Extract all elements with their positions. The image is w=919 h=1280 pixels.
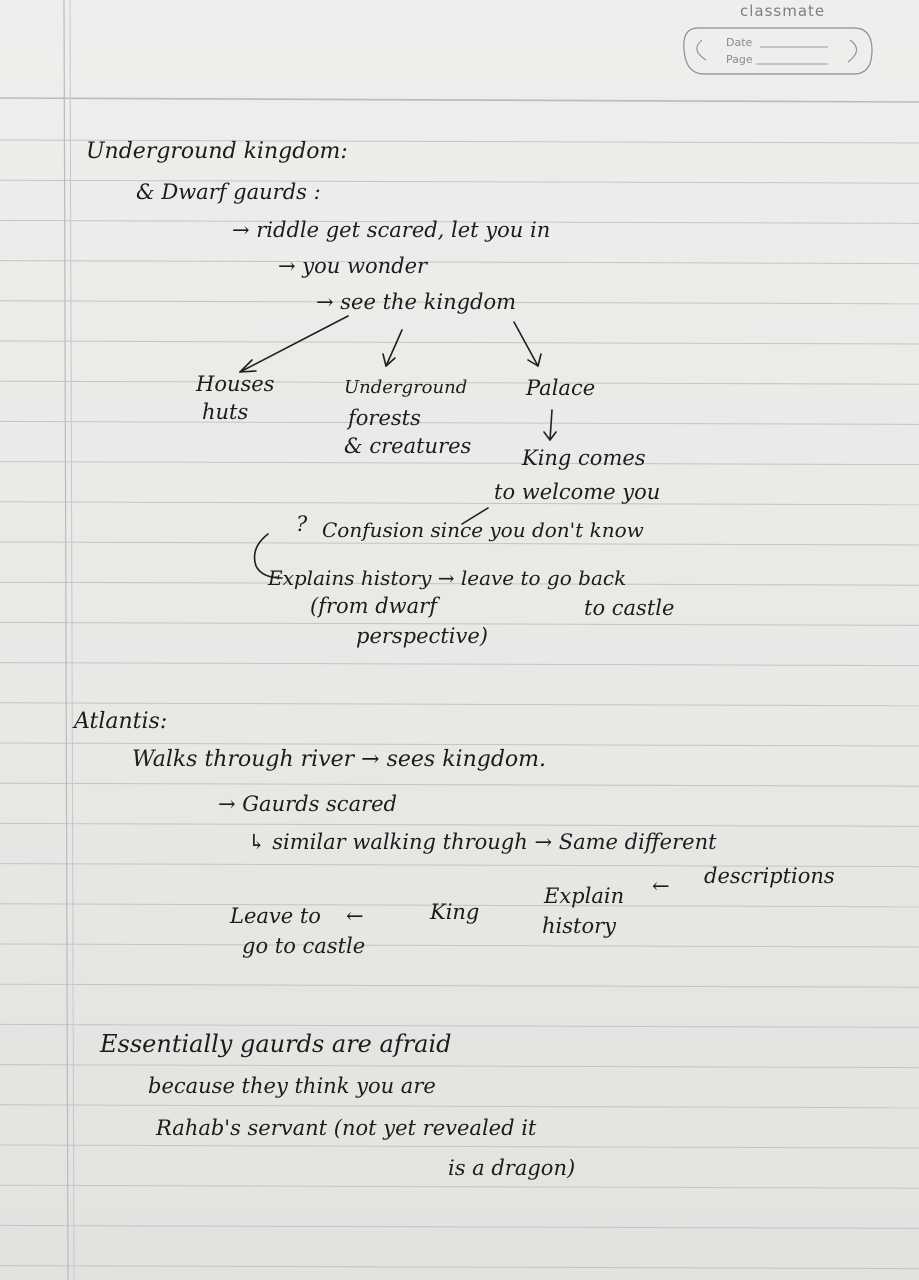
rule-line [0, 179, 919, 184]
note-dragon: is a dragon) [448, 1156, 576, 1180]
note-because: because they think you are [148, 1074, 436, 1098]
rule-line [0, 541, 919, 546]
note-descriptions: descriptions [704, 864, 835, 888]
branch-huts: huts [202, 400, 249, 424]
rule-line [0, 300, 919, 305]
note-king-comes: King comes [522, 446, 646, 470]
rule-line [0, 219, 919, 224]
note-leave-to: Leave to [230, 904, 321, 928]
top-rule-line [0, 97, 919, 103]
rule-line [0, 702, 919, 707]
branch-palace: Palace [526, 376, 596, 400]
margin-line [63, 0, 69, 1280]
rule-line [0, 1104, 919, 1109]
note-welcome: to welcome you [494, 480, 661, 504]
rule-line [0, 581, 919, 586]
note-history: history [542, 914, 617, 938]
note-similar-walking: ↳ similar walking through → Same differe… [248, 830, 717, 854]
heading-atlantis: Atlantis: [74, 709, 168, 734]
note-confusion: Confusion since you don't know [322, 518, 644, 542]
branch-houses: Houses [196, 372, 275, 396]
margin-line [69, 0, 75, 1280]
branch-forests: forests [348, 406, 421, 430]
note-explains-history: Explains history → leave to go back [268, 566, 627, 590]
note-from-dwarf: (from dwarf [310, 594, 437, 618]
note-wonder: → you wonder [278, 254, 428, 278]
note-dwarf-gaurds: & Dwarf gaurds : [136, 180, 321, 204]
arrow-to-leave: ← [346, 904, 364, 928]
rule-line [0, 943, 919, 948]
rule-line [0, 1064, 919, 1069]
arrow-to-explain: ← [652, 874, 670, 898]
date-page-frame [683, 27, 873, 75]
rule-line [0, 461, 919, 466]
rule-line [0, 1184, 919, 1189]
rule-line [0, 621, 919, 626]
rule-line [0, 139, 919, 144]
note-essentially: Essentially gaurds are afraid [100, 1030, 452, 1058]
note-walks-through: Walks through river → sees kingdom. [132, 747, 547, 772]
brand-logo: classmate [740, 2, 826, 20]
rule-line [0, 782, 919, 787]
branch-creatures: & creatures [344, 434, 472, 458]
rule-line [0, 260, 919, 265]
rule-line [0, 380, 919, 385]
note-riddle: → riddle get scared, let you in [232, 218, 551, 242]
note-rahabs-servant: Rahab's servant (not yet revealed it [156, 1116, 537, 1140]
note-see-kingdom: → see the kingdom [316, 290, 517, 314]
rule-line [0, 822, 919, 827]
rule-line [0, 983, 919, 988]
note-go-to-castle: go to castle [242, 934, 366, 958]
rule-line [0, 340, 919, 345]
note-explain: Explain [544, 884, 625, 908]
rule-line [0, 903, 919, 908]
note-king: King [430, 900, 480, 924]
rule-line [0, 501, 919, 506]
note-question: ? [296, 512, 308, 536]
date-label: Date [726, 36, 753, 49]
branch-underground: Underground [344, 377, 468, 398]
rule-line [0, 1023, 919, 1028]
rule-line [0, 1144, 919, 1149]
rule-line [0, 742, 919, 747]
note-perspective: perspective) [356, 624, 488, 648]
rule-line [0, 863, 919, 868]
rule-line [0, 420, 919, 425]
rule-line [0, 1224, 919, 1229]
heading-underground-kingdom: Underground kingdom: [86, 139, 348, 164]
page-label: Page [726, 53, 753, 66]
rule-line [0, 1265, 919, 1270]
rule-line [0, 662, 919, 667]
note-to-castle: to castle [584, 596, 675, 620]
note-gaurds-scared: → Gaurds scared [218, 792, 397, 816]
